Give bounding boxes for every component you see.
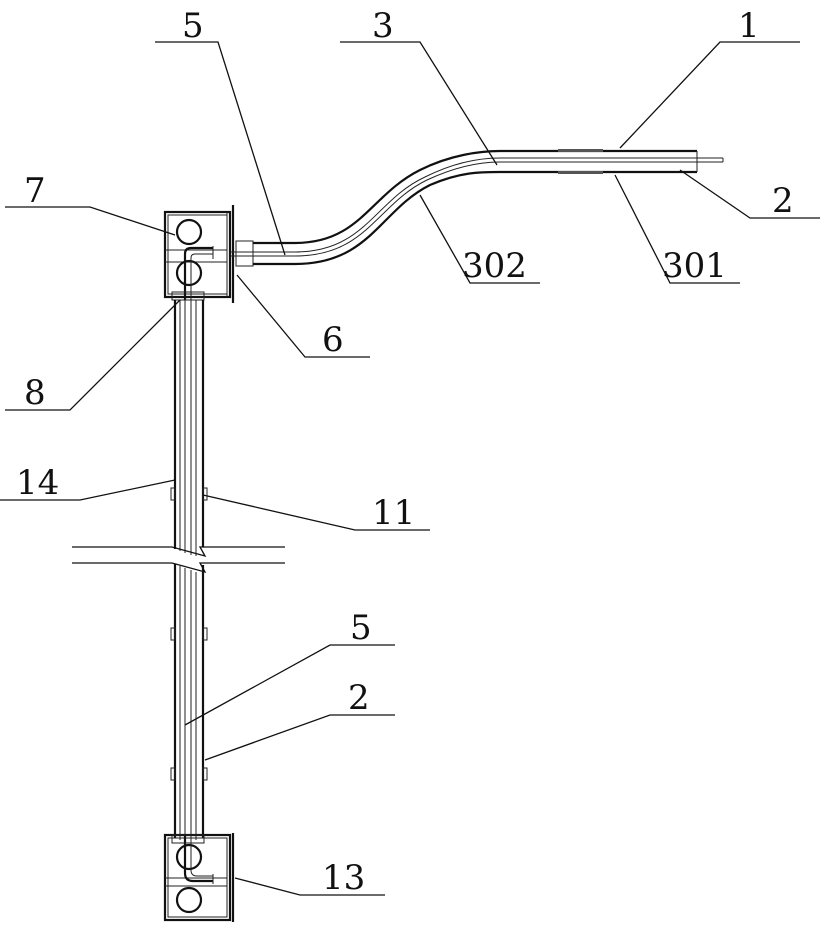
break-lines (72, 546, 285, 574)
label-connector: 8 (24, 373, 46, 413)
vertical-column (170, 300, 208, 850)
leader-lines (0, 41, 820, 896)
label-box-bottom: 13 (322, 858, 365, 898)
label-outer-tube: 1 (738, 6, 760, 46)
label-flange: 6 (322, 320, 344, 360)
label-pipe-bottom: 5 (350, 608, 372, 648)
label-clip: 11 (372, 493, 415, 533)
label-rod-bottom: 2 (348, 678, 370, 718)
label-box-top: 7 (24, 171, 46, 211)
label-bend-straight: 301 (662, 246, 727, 286)
cable-hole-icon (175, 259, 203, 287)
label-column: 14 (16, 463, 59, 503)
cable-hole-icon (175, 886, 203, 914)
top-junction-box (163, 205, 235, 303)
cable-hole-icon (175, 843, 203, 871)
label-pipe-top: 5 (182, 6, 204, 46)
bend-tube (230, 149, 724, 267)
cable-hole-icon (175, 218, 203, 246)
label-bend: 3 (372, 6, 394, 46)
clamp-pad (558, 171, 603, 174)
bottom-junction-box (163, 833, 235, 922)
label-rod-top: 2 (772, 181, 794, 221)
clamp-pad (558, 149, 603, 152)
label-bend-curve: 302 (462, 246, 527, 286)
